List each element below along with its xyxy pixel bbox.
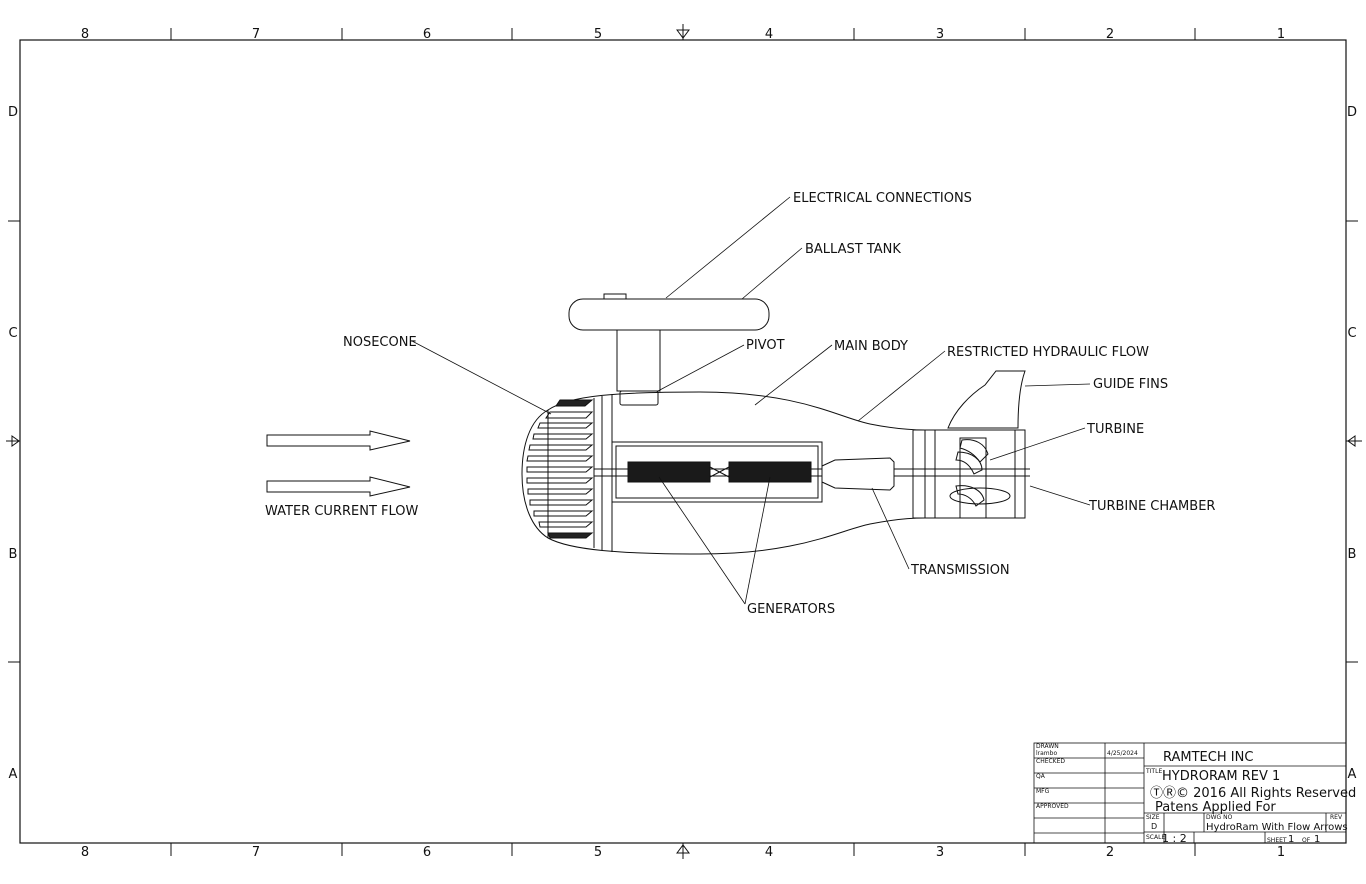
tb-title: HYDRORAM REV 1 [1162,769,1280,784]
tb-approved-label: APPROVED [1036,803,1069,810]
label-pivot: PIVOT [746,338,785,353]
tb-patents: Patens Applied For [1155,800,1276,815]
label-main-body: MAIN BODY [834,339,908,354]
zone-col-top: 2 [1106,27,1114,42]
zone-col-top: 5 [594,27,602,42]
turbine-shape [959,439,989,463]
label-transmission: TRANSMISSION [910,563,1010,578]
label-generators: GENERATORS [747,602,835,617]
generator-1-shape [627,461,711,483]
centering-marks [6,24,1362,859]
flow-arrows [266,430,411,497]
zone-col-bottom: 4 [765,845,773,860]
zone-row-right: D [1347,105,1357,120]
tb-size: D [1151,822,1157,831]
zone-row-right: C [1347,326,1356,341]
hydroram-assembly [521,293,1030,555]
tb-scale: 1 : 2 [1162,832,1187,845]
zone-col-bottom: 8 [81,845,89,860]
label-water-current-flow: WATER CURRENT FLOW [265,504,419,519]
zone-row-left: C [8,326,17,341]
tb-drawn-by: lrambo [1036,750,1057,757]
zone-col-bottom: 5 [594,845,602,860]
label-restricted-hydraulic-flow: RESTRICTED HYDRAULIC FLOW [947,345,1149,360]
zone-col-top: 8 [81,27,89,42]
zone-col-top: 1 [1277,27,1285,42]
nosecone-shape [521,409,549,539]
zone-row-left: B [9,547,18,562]
zone-row-left: A [9,767,18,782]
tb-checked-label: CHECKED [1036,758,1065,765]
zone-col-bottom: 6 [423,845,431,860]
tb-dwg-no: HydroRam With Flow Arrows [1206,822,1348,833]
tb-sheet-total: 1 [1314,834,1320,845]
label-ballast-tank: BALLAST TANK [805,242,901,257]
tb-qa-label: QA [1036,773,1046,780]
zone-col-top: 6 [423,27,431,42]
tb-sheet: 1 [1288,834,1294,845]
tb-size-label: SIZE [1146,814,1160,821]
tb-drawn-date: 4/25/2024 [1107,750,1138,757]
flow-arrow-lower [266,476,411,497]
tb-drawn-label: DRAWN [1036,743,1059,750]
zone-labels-bottom: 8 7 6 5 4 3 2 1 [81,845,1285,860]
guide-fin-shape [947,370,1026,429]
tb-sheet-label: SHEET [1267,837,1287,844]
zone-row-left: D [8,105,18,120]
zone-row-right: A [1348,767,1357,782]
title-block: DRAWN lrambo 4/25/2024 CHECKED QA MFG AP… [1033,742,1356,845]
tb-dwg-no-label: DWG NO [1206,814,1233,821]
zone-col-bottom: 3 [936,845,944,860]
zone-labels-top: 8 7 6 5 4 3 2 1 [81,27,1285,42]
ballast-tank-shape [568,298,770,331]
pivot-column-shape [616,329,661,392]
label-nosecone: NOSECONE [343,335,417,350]
zone-labels-right: D C B A [1347,105,1357,782]
tb-title-label: TITLE [1145,768,1162,775]
callout-labels: ELECTRICAL CONNECTIONS BALLAST TANK NOSE… [265,191,1215,617]
flow-arrow-upper [266,430,411,451]
pivot-collar-shape [619,390,659,406]
leader-lines [411,196,1091,605]
label-guide-fins: GUIDE FINS [1093,377,1168,392]
zone-row-right: B [1348,547,1357,562]
label-turbine: TURBINE [1086,422,1144,437]
turbine-chamber-shape [912,429,1026,519]
zone-col-top: 7 [252,27,260,42]
zone-col-top: 4 [765,27,773,42]
tb-rights: ⓉⓇ© 2016 All Rights Reserved [1150,786,1356,801]
tb-company: RAMTECH INC [1163,750,1253,765]
nosecone-slots [526,399,594,539]
zone-col-bottom: 1 [1277,845,1285,860]
tb-scale-label: SCALE [1146,834,1165,841]
generator-2-shape [728,461,812,483]
zone-col-top: 3 [936,27,944,42]
label-turbine-chamber: TURBINE CHAMBER [1088,499,1215,514]
tb-of-label: OF [1302,837,1311,844]
transmission-shape [821,457,895,491]
zone-col-bottom: 2 [1106,845,1114,860]
tb-rev-label: REV [1330,814,1343,821]
zone-ticks [8,28,1358,856]
label-electrical-connections: ELECTRICAL CONNECTIONS [793,191,972,206]
electrical-connector-shape [603,293,627,300]
tb-mfg-label: MFG [1036,788,1050,795]
zone-labels-left: D C B A [8,105,18,782]
zone-col-bottom: 7 [252,845,260,860]
